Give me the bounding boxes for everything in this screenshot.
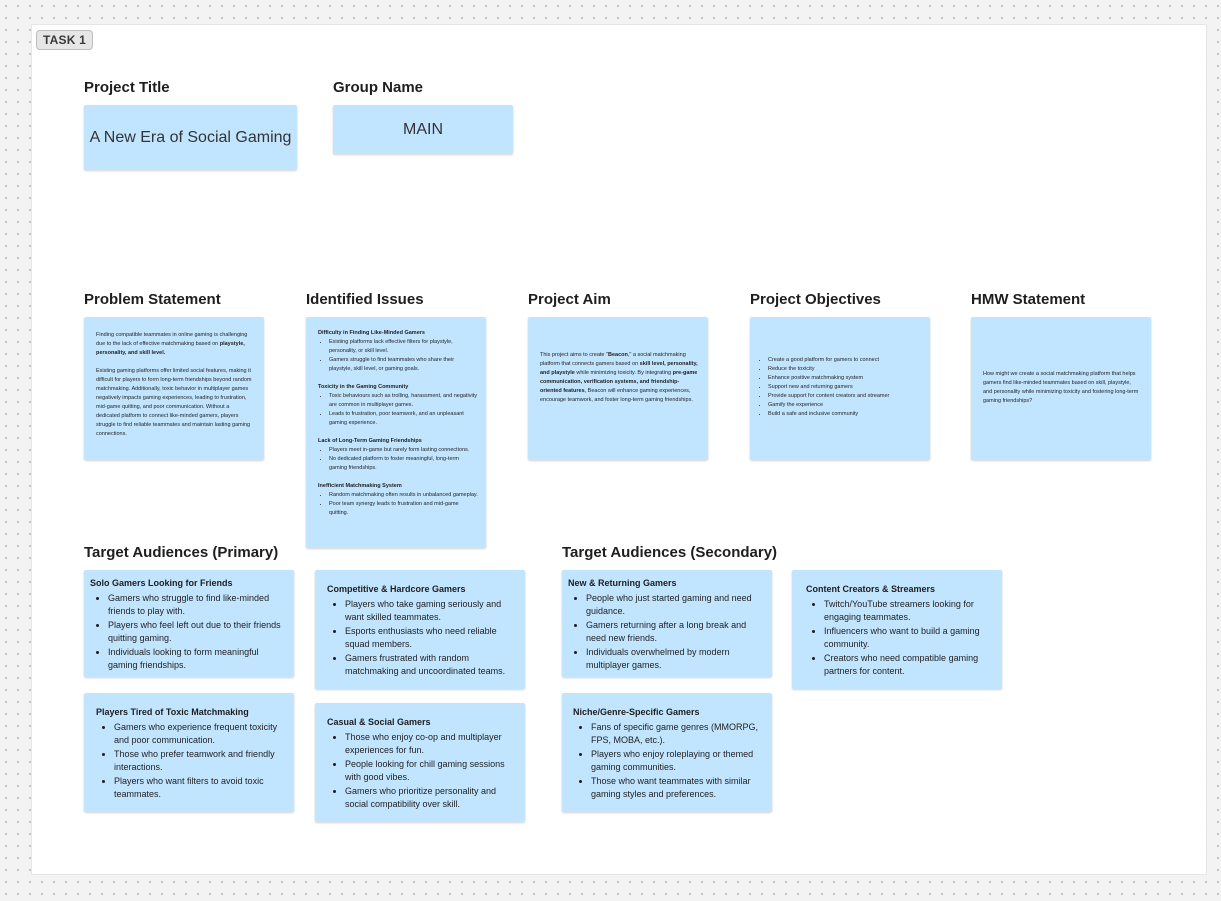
frame-label[interactable]: TASK 1 — [36, 30, 93, 50]
objective-item: Enhance positive matchmaking system — [768, 374, 922, 383]
audience-list: People who just started gaming and need … — [568, 592, 764, 673]
audience-item: Individuals overwhelmed by modern multip… — [586, 646, 764, 673]
audience-card-title: Competitive & Hardcore Gamers — [327, 584, 466, 594]
audience-list: Twitch/YouTube streamers looking for eng… — [806, 598, 994, 679]
issue-group-title: Inefficient Matchmaking System — [318, 483, 402, 489]
audience-card-title: Niche/Genre-Specific Gamers — [573, 707, 700, 717]
audience-card-title: Casual & Social Gamers — [327, 717, 431, 727]
objective-item: Reduce the toxicity — [768, 365, 922, 374]
audience-item: Those who prefer teamwork and friendly i… — [114, 748, 286, 775]
audience-card[interactable]: Competitive & Hardcore Gamers Players wh… — [315, 570, 525, 689]
project-title-heading: Project Title — [84, 79, 170, 96]
project-aim-sticky[interactable]: This project aims to create "Beacon," a … — [528, 317, 708, 460]
hmw-statement-heading: HMW Statement — [971, 291, 1086, 308]
problem-statement-heading: Problem Statement — [84, 291, 221, 308]
audience-item: Fans of specific game genres (MMORPG, FP… — [591, 721, 764, 748]
audience-list: Fans of specific game genres (MMORPG, FP… — [573, 721, 764, 802]
audience-card-title: Content Creators & Streamers — [806, 584, 936, 594]
audience-item: Gamers who experience frequent toxicity … — [114, 721, 286, 748]
audience-item: Players who feel left out due to their f… — [108, 619, 286, 646]
issue-item: Random matchmaking often results in unba… — [329, 491, 478, 500]
hmw-text: How might we create a social matchmaking… — [983, 371, 1139, 404]
audience-item: Individuals looking to form meaningful g… — [108, 646, 286, 673]
objectives-list: Create a good platform for gamers to con… — [757, 356, 922, 419]
issue-group-title: Difficulty in Finding Like-Minded Gamers — [318, 330, 425, 336]
audience-list: Those who enjoy co-op and multiplayer ex… — [327, 731, 517, 812]
identified-issues-sticky[interactable]: Difficulty in Finding Like-Minded Gamers… — [306, 317, 486, 548]
issue-item: Poor team synergy leads to frustration a… — [329, 500, 478, 518]
objective-item: Gamify the experience — [768, 401, 922, 410]
objective-item: Create a good platform for gamers to con… — [768, 356, 922, 365]
issue-list: Random matchmaking often results in unba… — [318, 491, 478, 518]
issue-list: Existing platforms lack effective filter… — [318, 338, 478, 374]
issue-item: Leads to frustration, poor teamwork, and… — [329, 410, 478, 428]
aim-text: This project aims to create "Beacon," a … — [540, 352, 698, 403]
issue-item: Players meet in-game but rarely form las… — [329, 446, 478, 455]
project-objectives-heading: Project Objectives — [750, 291, 881, 308]
audience-item: Gamers who struggle to find like-minded … — [108, 592, 286, 619]
objective-item: Support new and returning gamers — [768, 383, 922, 392]
objective-item: Build a safe and inclusive community — [768, 410, 922, 419]
issue-list: Players meet in-game but rarely form las… — [318, 446, 478, 473]
issue-item: Existing platforms lack effective filter… — [329, 338, 478, 356]
audience-card[interactable]: Solo Gamers Looking for Friends Gamers w… — [84, 570, 294, 677]
audience-card-title: Players Tired of Toxic Matchmaking — [96, 707, 249, 717]
problem-paragraph-2: Existing gaming platforms offer limited … — [96, 368, 252, 437]
project-title-sticky[interactable]: A New Era of Social Gaming — [84, 105, 297, 170]
audience-item: People looking for chill gaming sessions… — [345, 758, 517, 785]
audience-item: Twitch/YouTube streamers looking for eng… — [824, 598, 994, 625]
audience-item: Players who take gaming seriously and wa… — [345, 598, 517, 625]
audience-list: Players who take gaming seriously and wa… — [327, 598, 517, 679]
audience-item: Gamers returning after a long break and … — [586, 619, 764, 646]
audience-item: Influencers who want to build a gaming c… — [824, 625, 994, 652]
issue-list: Toxic behaviours such as trolling, haras… — [318, 392, 478, 428]
audience-card[interactable]: Content Creators & Streamers Twitch/YouT… — [792, 570, 1002, 689]
hmw-statement-sticky[interactable]: How might we create a social matchmaking… — [971, 317, 1151, 460]
audience-item: Esports enthusiasts who need reliable sq… — [345, 625, 517, 652]
audience-card-title: New & Returning Gamers — [568, 578, 677, 588]
audience-item: Gamers who prioritize personality and so… — [345, 785, 517, 812]
audience-card[interactable]: Casual & Social Gamers Those who enjoy c… — [315, 703, 525, 822]
issue-item: No dedicated platform to foster meaningf… — [329, 455, 478, 473]
problem-paragraph-1: Finding compatible teammates in online g… — [96, 332, 248, 356]
audience-item: People who just started gaming and need … — [586, 592, 764, 619]
audience-item: Those who enjoy co-op and multiplayer ex… — [345, 731, 517, 758]
objective-item: Provide support for content creators and… — [768, 392, 922, 401]
audience-item: Creators who need compatible gaming part… — [824, 652, 994, 679]
identified-issues-heading: Identified Issues — [306, 291, 424, 308]
issue-group-title: Lack of Long-Term Gaming Friendships — [318, 438, 422, 444]
audience-item: Gamers frustrated with random matchmakin… — [345, 652, 517, 679]
audience-item: Players who enjoy roleplaying or themed … — [591, 748, 764, 775]
problem-statement-sticky[interactable]: Finding compatible teammates in online g… — [84, 317, 264, 460]
audience-card[interactable]: Niche/Genre-Specific Gamers Fans of spec… — [562, 693, 772, 812]
audience-card-title: Solo Gamers Looking for Friends — [90, 578, 233, 588]
project-objectives-sticky[interactable]: Create a good platform for gamers to con… — [750, 317, 930, 460]
audience-list: Gamers who experience frequent toxicity … — [96, 721, 286, 802]
issue-group-title: Toxicity in the Gaming Community — [318, 384, 409, 390]
project-aim-heading: Project Aim — [528, 291, 611, 308]
group-name-heading: Group Name — [333, 79, 424, 96]
target-audiences-secondary-heading: Target Audiences (Secondary) — [562, 544, 778, 561]
audience-list: Gamers who struggle to find like-minded … — [90, 592, 286, 673]
audience-card[interactable]: Players Tired of Toxic Matchmaking Gamer… — [84, 693, 294, 812]
audience-item: Players who want filters to avoid toxic … — [114, 775, 286, 802]
target-audiences-primary-heading: Target Audiences (Primary) — [84, 544, 279, 561]
issue-item: Gamers struggle to find teammates who sh… — [329, 356, 478, 374]
audience-item: Those who want teammates with similar ga… — [591, 775, 764, 802]
audience-card[interactable]: New & Returning Gamers People who just s… — [562, 570, 772, 677]
group-name-sticky[interactable]: MAIN — [333, 105, 513, 154]
issue-item: Toxic behaviours such as trolling, haras… — [329, 392, 478, 410]
